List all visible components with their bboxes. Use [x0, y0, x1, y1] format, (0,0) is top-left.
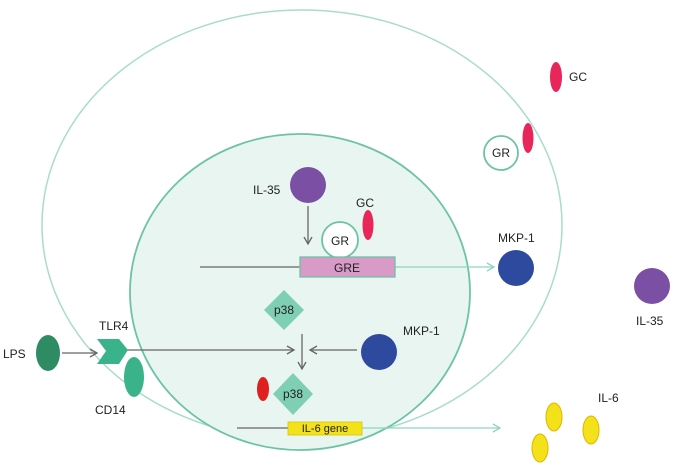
- mkp1-molecule-center: [361, 334, 397, 370]
- mkp1-right-label: MKP-1: [498, 231, 535, 245]
- mkp1-molecule-right: [498, 250, 534, 286]
- il6-gene-label: IL-6 gene: [302, 423, 348, 435]
- il6-gene-box: [287, 421, 363, 436]
- il35-outside-label: IL-35: [636, 314, 664, 328]
- gc-molecule-nucleus: [362, 210, 374, 240]
- il35-molecule-outside: [634, 268, 670, 304]
- gre-label: GRE: [334, 261, 360, 275]
- lps-molecule: [36, 335, 60, 371]
- il35-molecule-nucleus: [290, 167, 326, 203]
- il35-nucleus-label: IL-35: [253, 183, 281, 197]
- gr-nucleus-label: GR: [331, 234, 349, 248]
- cd14-receptor: [124, 357, 144, 397]
- il6-molecule-2: [582, 415, 600, 445]
- il6-molecule-1: [545, 402, 563, 432]
- tlr4-receptor: [97, 339, 128, 364]
- gr-receptor-cytoplasm: [483, 135, 519, 171]
- p38-kinase-top: [264, 290, 304, 330]
- il6-label: IL-6: [598, 391, 619, 405]
- gc-molecule-outside: [550, 62, 562, 92]
- gc-nucleus-label: GC: [356, 196, 374, 210]
- p38-top-label: p38: [274, 303, 294, 317]
- il6-molecule-3: [531, 433, 549, 463]
- phospho-group: [257, 377, 269, 401]
- p38-bottom-label: p38: [283, 387, 303, 401]
- cd14-label: CD14: [95, 403, 126, 417]
- gc-outside-label: GC: [569, 70, 587, 84]
- p38-kinase-bottom: [273, 373, 313, 415]
- tlr4-label: TLR4: [99, 319, 129, 333]
- lps-label: LPS: [3, 347, 26, 361]
- gc-molecule-cytoplasm: [522, 123, 534, 153]
- gr-cytoplasm-label: GR: [492, 146, 510, 160]
- mkp1-center-label: MKP-1: [403, 324, 440, 338]
- gre-element: [299, 256, 396, 278]
- nucleus: [129, 133, 471, 451]
